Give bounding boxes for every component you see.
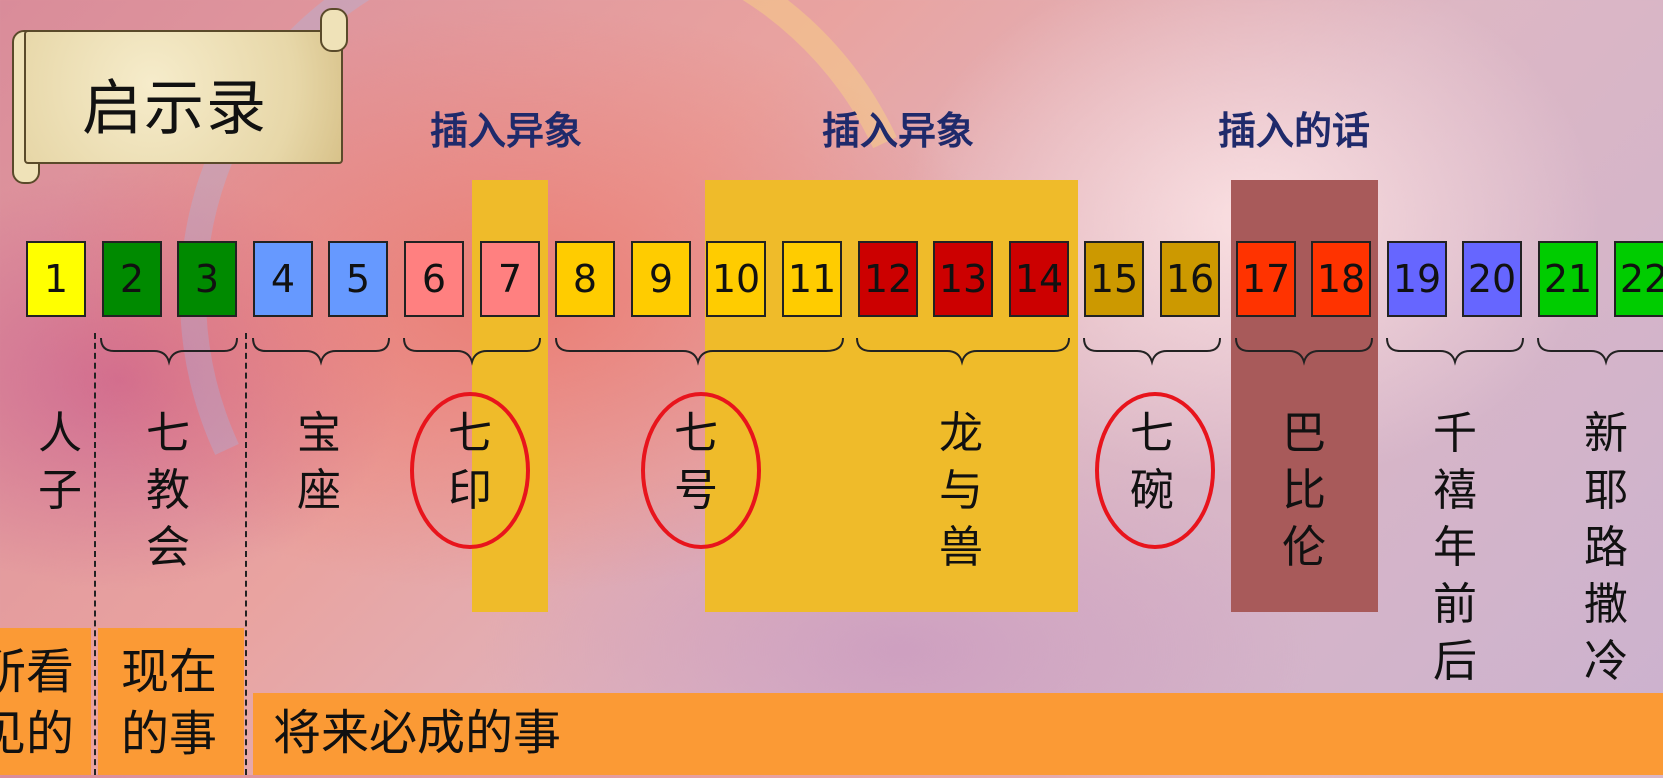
chapter-box-5: 5 — [328, 241, 388, 317]
chapter-box-17: 17 — [1236, 241, 1296, 317]
title-scroll: 启示录 — [12, 8, 348, 184]
section-past-line2: 见的 — [0, 706, 75, 762]
chapter-box-8: 8 — [555, 241, 615, 317]
chapter-box-14: 14 — [1009, 241, 1069, 317]
page-title: 启示录 — [82, 74, 268, 144]
header-interlude-vision-1: 插入异象 — [430, 109, 583, 153]
chapter-box-6: 6 — [404, 241, 464, 317]
label-new-jerusalem: 新耶路撒冷 — [1584, 408, 1628, 687]
chapter-box-20: 20 — [1462, 241, 1522, 317]
chapter-box-7: 7 — [480, 241, 540, 317]
highlight-circle-seals — [410, 392, 530, 549]
label-son-of-man: 人子 — [38, 408, 82, 516]
label-millennium: 千禧年前后 — [1433, 408, 1477, 687]
chapter-box-13: 13 — [933, 241, 993, 317]
chapter-box-18: 18 — [1311, 241, 1371, 317]
label-throne: 宝座 — [297, 408, 341, 516]
section-present-line1: 现在 — [121, 644, 218, 700]
separator-past-present — [94, 333, 96, 775]
separator-present-future — [245, 333, 247, 775]
chapter-box-11: 11 — [782, 241, 842, 317]
chapter-box-22: 22 — [1614, 241, 1663, 317]
label-seven-churches: 七教会 — [146, 408, 190, 573]
section-present-line2: 的事 — [121, 706, 218, 762]
section-future — [253, 693, 1663, 775]
brace-throne — [252, 337, 390, 366]
brace-seals — [403, 337, 541, 366]
header-interlude-words: 插入的话 — [1218, 109, 1371, 153]
brace-seven-churches — [100, 337, 238, 366]
chapter-box-16: 16 — [1160, 241, 1220, 317]
section-present — [98, 628, 244, 775]
brace-dragon-beast — [856, 337, 1070, 366]
group-braces — [100, 337, 1663, 366]
scroll-curl-right — [320, 8, 348, 52]
scroll-paper — [24, 30, 343, 164]
brace-bowls — [1083, 337, 1221, 366]
brace-new-jerusalem — [1537, 337, 1663, 366]
chapter-box-21: 21 — [1538, 241, 1598, 317]
brace-trumpets — [555, 337, 844, 366]
chapter-box-4: 4 — [253, 241, 313, 317]
chapter-box-1: 1 — [26, 241, 86, 317]
label-babylon: 巴比伦 — [1282, 408, 1326, 573]
section-past-line1: 所看 — [0, 644, 75, 700]
brace-babylon — [1235, 337, 1373, 366]
highlight-circle-bowls — [1095, 392, 1215, 549]
label-dragon-and-beast: 龙与兽 — [939, 408, 983, 573]
chapter-box-15: 15 — [1084, 241, 1144, 317]
section-future-text: 将来必成的事 — [273, 705, 562, 761]
chapter-box-3: 3 — [177, 241, 237, 317]
chapter-box-10: 10 — [706, 241, 766, 317]
chapter-box-12: 12 — [858, 241, 918, 317]
chapter-box-9: 9 — [631, 241, 691, 317]
section-past — [0, 628, 91, 775]
highlight-circle-trumpets — [641, 392, 761, 549]
chapter-box-2: 2 — [102, 241, 162, 317]
chapter-box-19: 19 — [1387, 241, 1447, 317]
header-interlude-vision-2: 插入异象 — [822, 109, 975, 153]
brace-millennium — [1386, 337, 1524, 366]
